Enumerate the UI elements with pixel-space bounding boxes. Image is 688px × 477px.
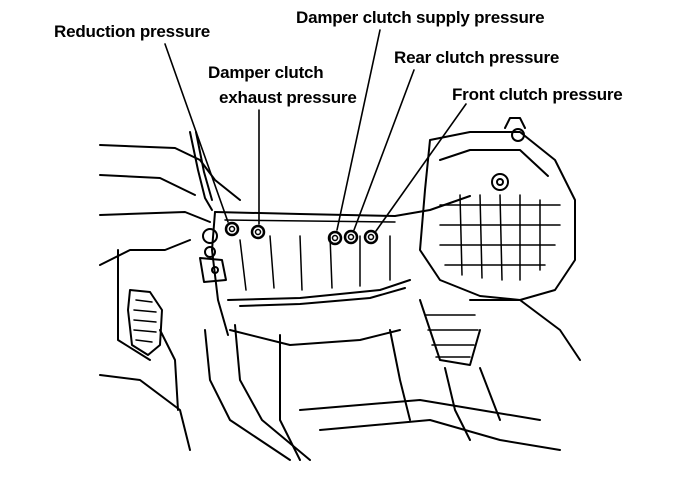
label-front-clutch-pressure: Front clutch pressure <box>452 85 623 104</box>
pressure-ports <box>224 221 379 246</box>
label-damper-clutch-supply: Damper clutch supply pressure <box>296 8 545 27</box>
leader-rear-clutch <box>353 69 415 231</box>
label-reduction-pressure: Reduction pressure <box>54 22 211 41</box>
exhaust-pipes <box>204 324 561 461</box>
leader-lines <box>164 29 467 232</box>
label-damper-clutch-exhaust-line2: exhaust pressure <box>219 88 357 107</box>
engine-bay-frame <box>99 144 241 451</box>
transmission-case <box>211 195 471 346</box>
wire-harness <box>189 131 213 211</box>
port-damper-supply <box>327 230 343 246</box>
port-reduction <box>224 221 240 237</box>
drive-boot <box>419 299 581 441</box>
leader-reduction <box>164 43 229 223</box>
leader-front-clutch <box>375 103 467 232</box>
transfer-housing <box>419 117 576 301</box>
port-rear-clutch <box>343 229 359 245</box>
label-damper-clutch-exhaust-line1: Damper clutch <box>208 63 324 82</box>
left-fittings <box>199 228 227 283</box>
leader-damper-supply <box>336 29 381 231</box>
label-rear-clutch-pressure: Rear clutch pressure <box>394 48 560 67</box>
port-front-clutch <box>363 229 379 245</box>
port-damper-exhaust <box>250 224 266 240</box>
